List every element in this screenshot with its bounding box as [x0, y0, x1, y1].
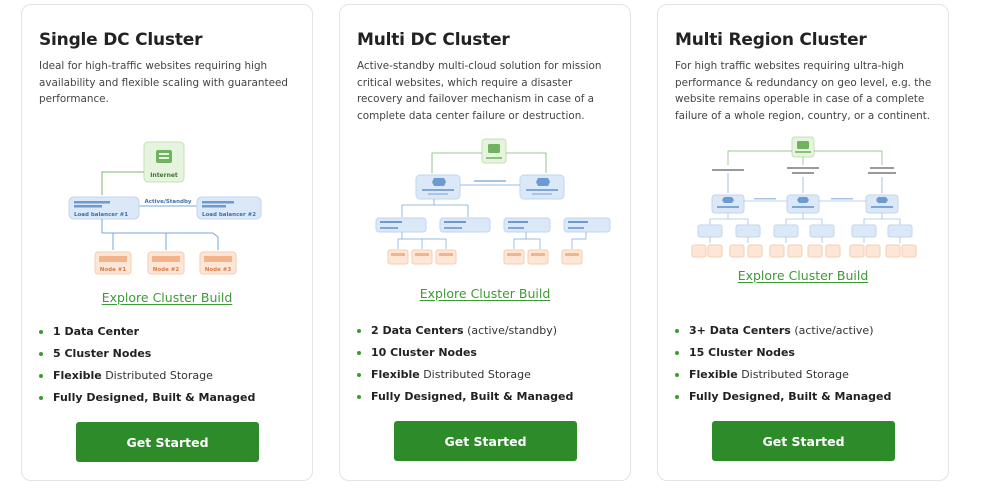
- card-multi-region: Multi Region Cluster For high traffic we…: [657, 4, 949, 481]
- router-icon: [488, 144, 500, 153]
- card-title: Multi Region Cluster: [675, 30, 867, 50]
- load-balancers: [375, 217, 611, 233]
- feature-item: 5 Cluster Nodes: [39, 343, 255, 365]
- feature-list: 1 Data Center 5 Cluster Nodes Flexible D…: [39, 321, 255, 409]
- data-centers: [711, 194, 899, 214]
- feature-list: 2 Data Centers (active/standby) 10 Clust…: [357, 320, 573, 408]
- node-2-label: Node #2: [153, 267, 180, 273]
- nodes: [691, 244, 917, 258]
- mode-label: Active/Standby: [144, 199, 191, 205]
- nodes: [387, 249, 583, 265]
- region-labels: [712, 167, 896, 174]
- feature-item: 1 Data Center: [39, 321, 255, 343]
- feature-item: Flexible Distributed Storage: [675, 364, 891, 386]
- get-started-button[interactable]: Get Started: [712, 421, 895, 461]
- feature-item: Fully Designed, Built & Managed: [39, 387, 255, 409]
- internet-links: [431, 152, 547, 173]
- card-single-dc: Single DC Cluster Ideal for high-traffic…: [21, 4, 313, 481]
- router-icon: [797, 141, 809, 149]
- explore-cluster-build-link[interactable]: Explore Cluster Build: [737, 268, 869, 283]
- feature-item: Fully Designed, Built & Managed: [357, 386, 573, 408]
- router-icon: [156, 150, 172, 163]
- feature-item: Flexible Distributed Storage: [357, 364, 573, 386]
- feature-item: Fully Designed, Built & Managed: [675, 386, 891, 408]
- card-title: Multi DC Cluster: [357, 30, 510, 50]
- internet-link: [101, 171, 144, 195]
- node-1-label: Node #1: [100, 267, 127, 273]
- single-dc-diagram: Internet Active/Standby Load balancer #1…: [68, 141, 262, 275]
- feature-item: 15 Cluster Nodes: [675, 342, 891, 364]
- card-description: Ideal for high-traffic websites requirin…: [39, 60, 288, 105]
- lb2-label: Load balancer #2: [202, 212, 256, 218]
- node-links: [101, 219, 219, 250]
- card-multi-dc: Multi DC Cluster Active-standby multi-cl…: [339, 4, 631, 481]
- multi-region-diagram: [691, 136, 917, 258]
- explore-cluster-build-link[interactable]: Explore Cluster Build: [101, 290, 233, 305]
- feature-item: 2 Data Centers (active/standby): [357, 320, 573, 342]
- load-balancers: [697, 224, 913, 238]
- card-description: For high traffic websites requiring ultr…: [675, 60, 932, 122]
- explore-cluster-build-link[interactable]: Explore Cluster Build: [419, 286, 551, 301]
- node-3-label: Node #3: [205, 267, 232, 273]
- lb1-label: Load balancer #1: [74, 212, 128, 218]
- feature-item: 10 Cluster Nodes: [357, 342, 573, 364]
- card-description: Active-standby multi-cloud solution for …: [357, 60, 602, 122]
- data-center-1: [415, 174, 461, 200]
- data-center-2: [519, 174, 565, 200]
- get-started-button[interactable]: Get Started: [76, 422, 259, 462]
- feature-list: 3+ Data Centers (active/active) 15 Clust…: [675, 320, 891, 408]
- get-started-button[interactable]: Get Started: [394, 421, 577, 461]
- internet-label: Internet: [150, 172, 178, 179]
- feature-item: Flexible Distributed Storage: [39, 365, 255, 387]
- card-title: Single DC Cluster: [39, 30, 203, 50]
- multi-dc-diagram: [375, 138, 611, 265]
- feature-item: 3+ Data Centers (active/active): [675, 320, 891, 342]
